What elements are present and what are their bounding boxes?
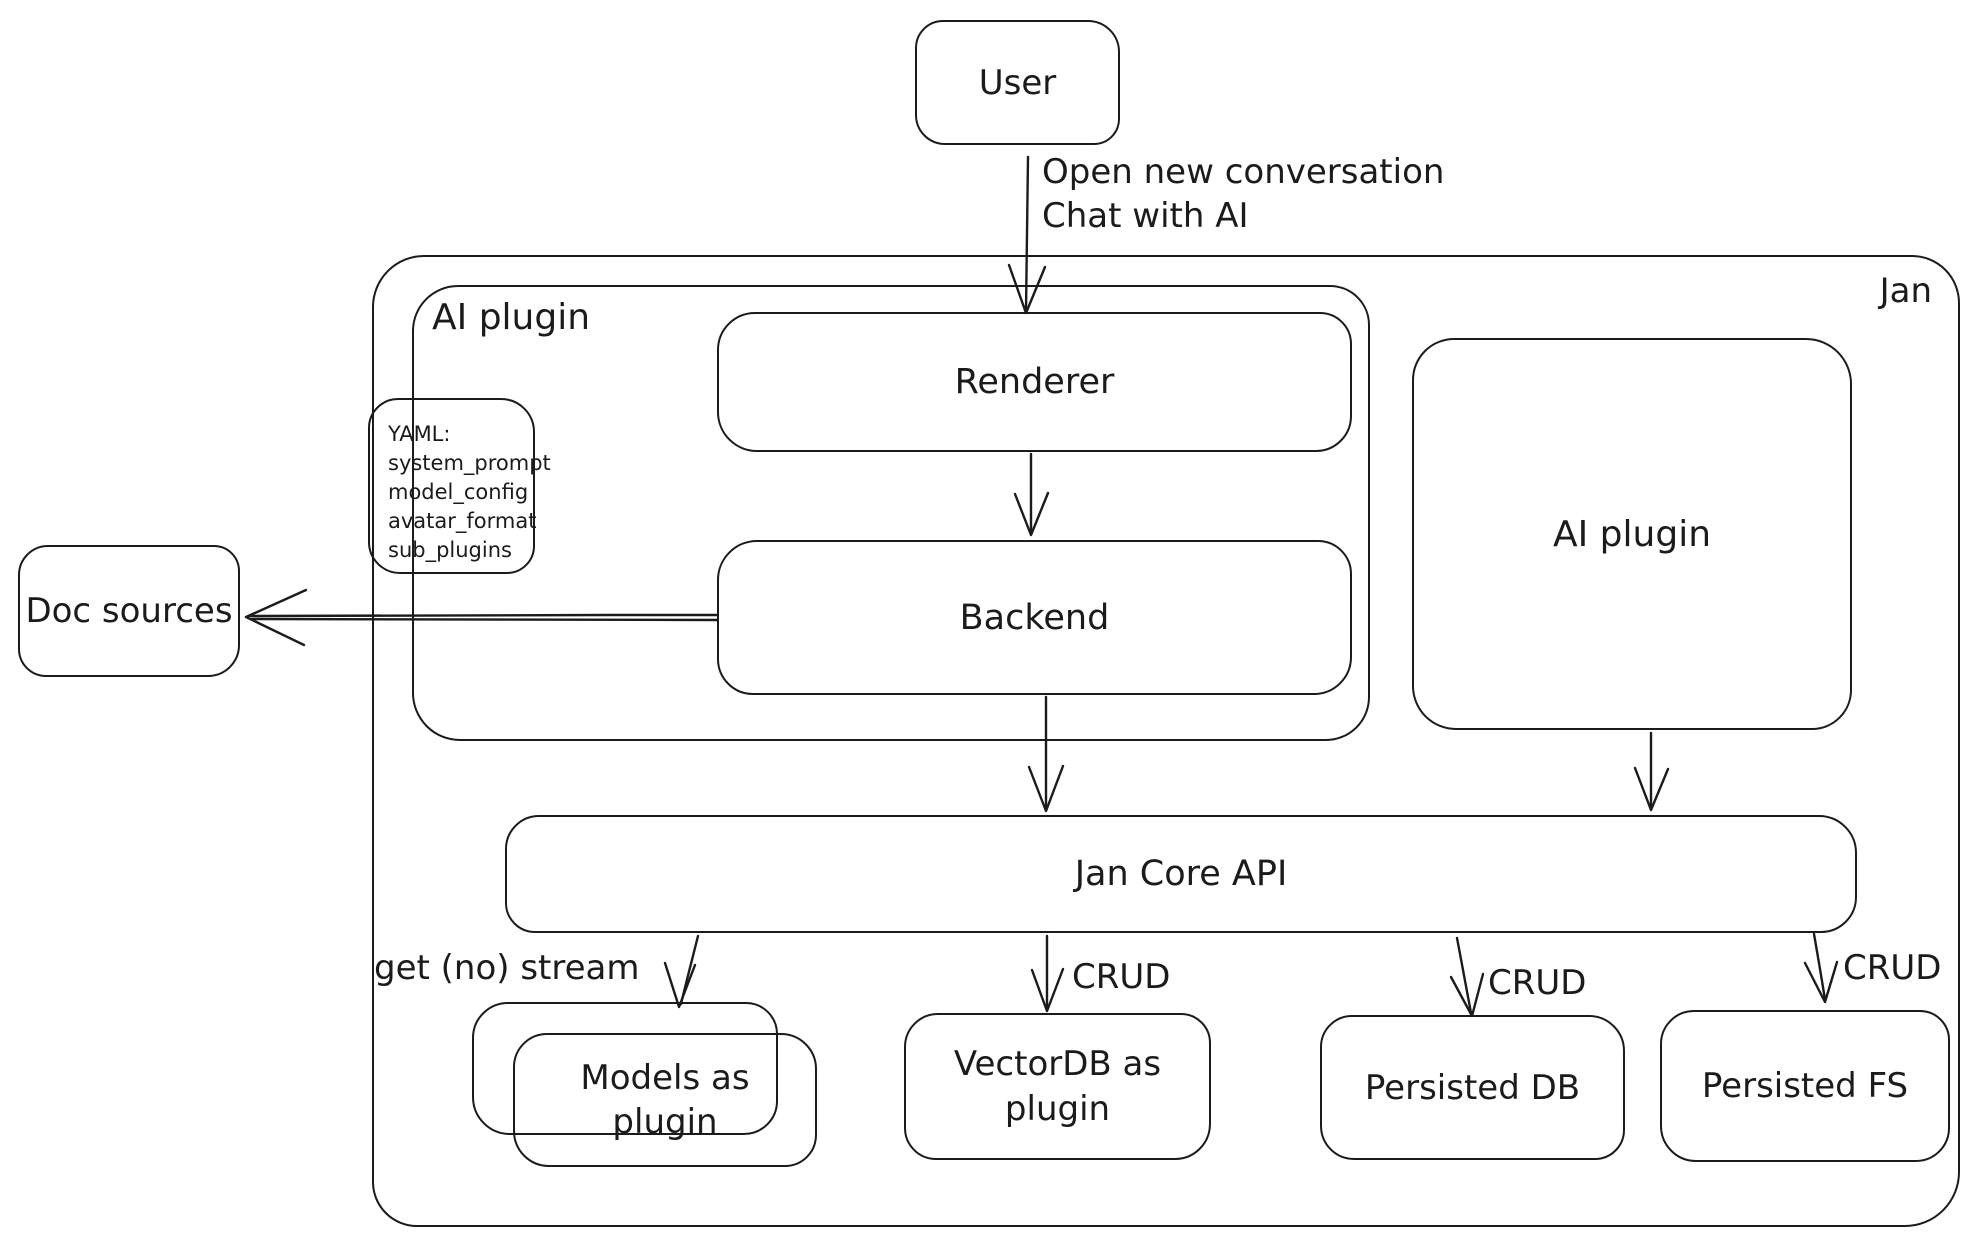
crud-label-persisted-db: CRUD bbox=[1488, 963, 1587, 1003]
vectordb-plugin-node: VectorDB as plugin bbox=[904, 1013, 1211, 1160]
doc-sources-label: Doc sources bbox=[25, 591, 233, 631]
ai-plugin-container-label: AI plugin bbox=[432, 297, 591, 338]
jan-core-api-node: Jan Core API bbox=[505, 815, 1857, 933]
user-label: User bbox=[978, 62, 1057, 103]
yaml-line: avatar_format bbox=[388, 509, 537, 533]
persisted-fs-node: Persisted FS bbox=[1660, 1010, 1950, 1162]
renderer-label: Renderer bbox=[954, 362, 1115, 402]
yaml-line: system_prompt bbox=[388, 451, 551, 475]
get-stream-label: get (no) stream bbox=[374, 948, 640, 988]
jan-container: Jan bbox=[372, 255, 1960, 1227]
backend-node: Backend bbox=[717, 540, 1352, 695]
yaml-line: model_config bbox=[388, 480, 529, 504]
user-flow-label-line1: Open new conversation bbox=[1042, 152, 1445, 192]
ai-plugin-container: AI plugin bbox=[412, 285, 1370, 741]
ai-plugin-node: AI plugin bbox=[1412, 338, 1852, 730]
doc-sources-node: Doc sources bbox=[18, 545, 240, 677]
crud-label-vectordb: CRUD bbox=[1072, 957, 1171, 997]
persisted-db-node: Persisted DB bbox=[1320, 1015, 1625, 1160]
user-node: User bbox=[915, 20, 1120, 145]
yaml-line: YAML: bbox=[388, 422, 451, 446]
models-plugin-label: Models as plugin bbox=[580, 1057, 750, 1142]
vectordb-plugin-label: VectorDB as plugin bbox=[953, 1044, 1162, 1129]
user-flow-label-line2: Chat with AI bbox=[1042, 196, 1249, 236]
backend-label: Backend bbox=[959, 597, 1110, 638]
yaml-note-text: YAML: system_prompt model_config avatar_… bbox=[370, 400, 561, 565]
yaml-note: YAML: system_prompt model_config avatar_… bbox=[368, 398, 551, 574]
crud-label-persisted-fs: CRUD bbox=[1843, 948, 1942, 988]
jan-core-api-label: Jan Core API bbox=[1074, 854, 1288, 894]
ai-plugin-node-label: AI plugin bbox=[1552, 513, 1712, 555]
models-plugin-back-box bbox=[472, 1002, 778, 1135]
yaml-line: sub_plugins bbox=[388, 538, 512, 562]
persisted-db-label: Persisted DB bbox=[1364, 1067, 1581, 1108]
models-plugin-node: Models as plugin bbox=[513, 1033, 817, 1167]
persisted-fs-label: Persisted FS bbox=[1701, 1066, 1909, 1106]
renderer-node: Renderer bbox=[717, 312, 1352, 452]
jan-container-label: Jan bbox=[1879, 271, 1932, 311]
